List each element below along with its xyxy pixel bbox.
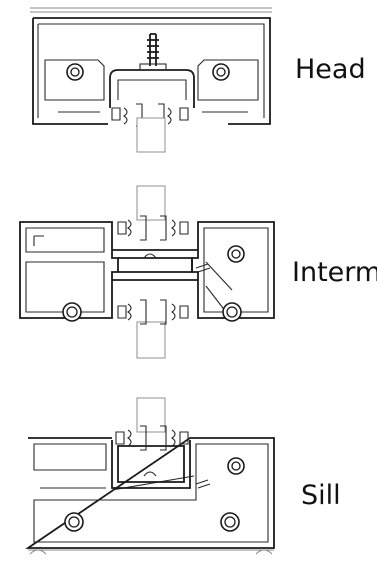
sill-central-channel (111, 440, 191, 489)
sill-section (25, 397, 275, 555)
head-section (30, 7, 272, 153)
intermediate-gaskets (117, 215, 189, 325)
sill-glass-pane (136, 397, 166, 433)
intermediate-glass-upper (136, 185, 166, 221)
head-gaskets (111, 103, 189, 127)
intermediate-label: Interm (292, 257, 377, 288)
head-label: Head (295, 54, 366, 85)
sill-gaskets (115, 425, 189, 451)
head-outer-frame (32, 17, 271, 125)
head-glass-pane (136, 117, 166, 153)
sill-bottom-feet (28, 549, 274, 555)
intermediate-transom (112, 249, 198, 281)
intermediate-glass-lower (136, 321, 166, 359)
sill-label: Sill (301, 480, 341, 511)
sill-outer-frame (25, 437, 275, 549)
head-central-channel (109, 69, 195, 108)
head-top-cap (30, 7, 272, 13)
head-screw (147, 33, 159, 66)
intermediate-section (19, 185, 275, 359)
